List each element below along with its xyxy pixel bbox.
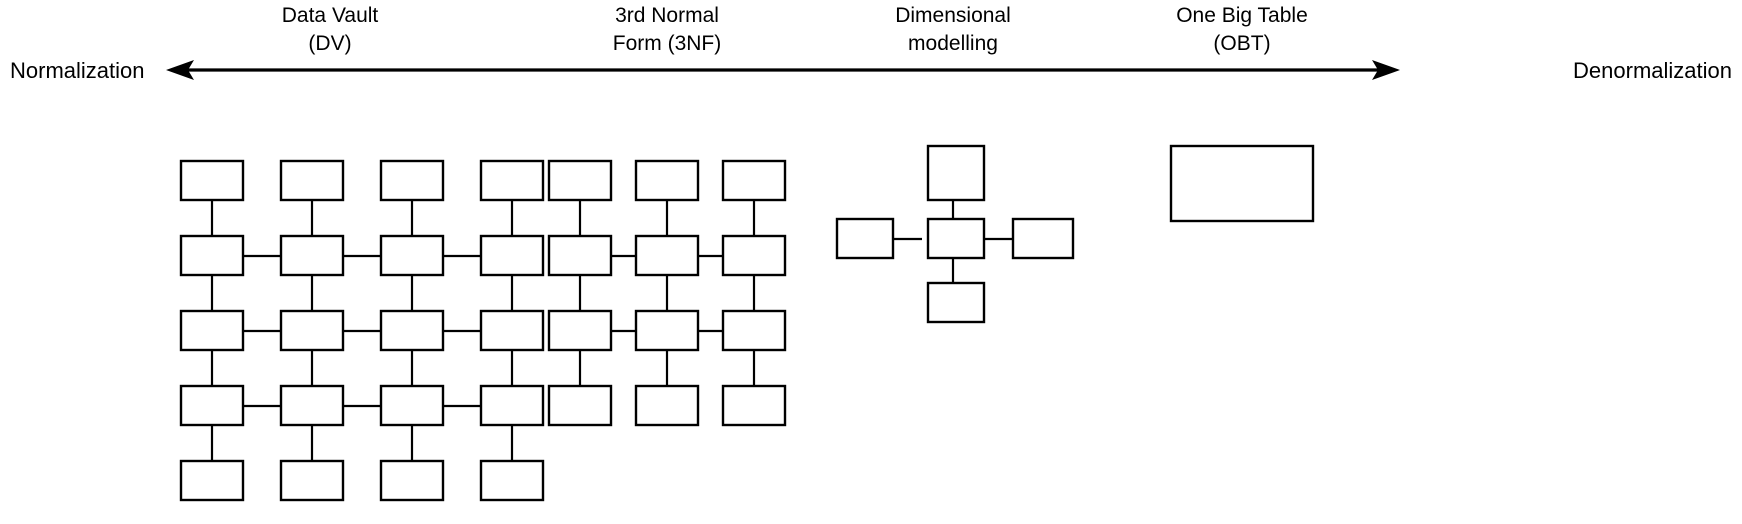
node-box — [479, 234, 545, 277]
node-box — [279, 159, 345, 202]
third-normal-form-nodes — [547, 159, 787, 427]
data-vault-vertical-edges — [210, 200, 514, 461]
node-box — [547, 384, 613, 427]
node-box — [634, 159, 700, 202]
node-box — [547, 159, 613, 202]
node-box — [479, 459, 545, 502]
node-box-dimension-top — [926, 144, 986, 202]
node-box — [547, 309, 613, 352]
node-box — [634, 309, 700, 352]
arrowhead-left-icon — [166, 60, 194, 80]
axis-label-denormalization: Denormalization — [1573, 58, 1732, 83]
node-box — [379, 459, 445, 502]
structure-one-big-table — [1169, 144, 1315, 223]
node-box — [379, 159, 445, 202]
node-box — [721, 159, 787, 202]
column-label-one-big-table-line2: (OBT) — [1213, 32, 1270, 55]
node-box — [634, 234, 700, 277]
third-normal-form-vertical-edges — [578, 200, 756, 386]
dimensional-modelling-edges — [893, 200, 1013, 283]
node-box-dimension-left — [835, 217, 895, 260]
column-headings: Data Vault (DV) 3rd Normal Form (3NF) Di… — [282, 4, 1308, 55]
column-label-dimensional-modelling-line2: modelling — [908, 32, 998, 55]
node-box — [279, 384, 345, 427]
node-box — [479, 159, 545, 202]
node-box — [479, 309, 545, 352]
column-label-one-big-table-line1: One Big Table — [1176, 4, 1308, 27]
column-label-third-normal-form-line1: 3rd Normal — [615, 4, 719, 27]
node-box — [179, 234, 245, 277]
node-box — [179, 309, 245, 352]
dimensional-modelling-nodes — [835, 144, 1075, 324]
axis-label-normalization: Normalization — [10, 58, 145, 83]
node-box — [179, 459, 245, 502]
arrowhead-right-icon — [1372, 60, 1400, 80]
node-box — [379, 234, 445, 277]
structure-dimensional-modelling — [835, 144, 1075, 324]
structure-data-vault — [179, 159, 545, 502]
node-box — [279, 234, 345, 277]
node-box — [179, 159, 245, 202]
node-box — [721, 309, 787, 352]
node-box-dimension-right — [1011, 217, 1075, 260]
node-box — [379, 309, 445, 352]
structure-third-normal-form — [547, 159, 787, 427]
node-box-dimension-bottom — [926, 281, 986, 324]
data-vault-nodes — [179, 159, 545, 502]
node-box — [634, 384, 700, 427]
node-box-one-big-table — [1169, 144, 1315, 223]
node-box — [279, 309, 345, 352]
node-box — [279, 459, 345, 502]
spectrum-axis: Normalization Denormalization — [10, 58, 1732, 83]
node-box — [547, 234, 613, 277]
node-box — [179, 384, 245, 427]
node-box — [721, 234, 787, 277]
column-label-data-vault-line1: Data Vault — [282, 4, 379, 27]
node-box-fact-center — [926, 217, 986, 260]
column-label-dimensional-modelling-line1: Dimensional — [895, 4, 1011, 27]
node-box — [479, 384, 545, 427]
node-box — [379, 384, 445, 427]
node-box — [721, 384, 787, 427]
data-vault-horizontal-edges — [243, 254, 481, 408]
column-label-third-normal-form-line2: Form (3NF) — [613, 32, 722, 55]
third-normal-form-horizontal-edges — [611, 254, 723, 333]
column-label-data-vault-line2: (DV) — [308, 32, 351, 55]
